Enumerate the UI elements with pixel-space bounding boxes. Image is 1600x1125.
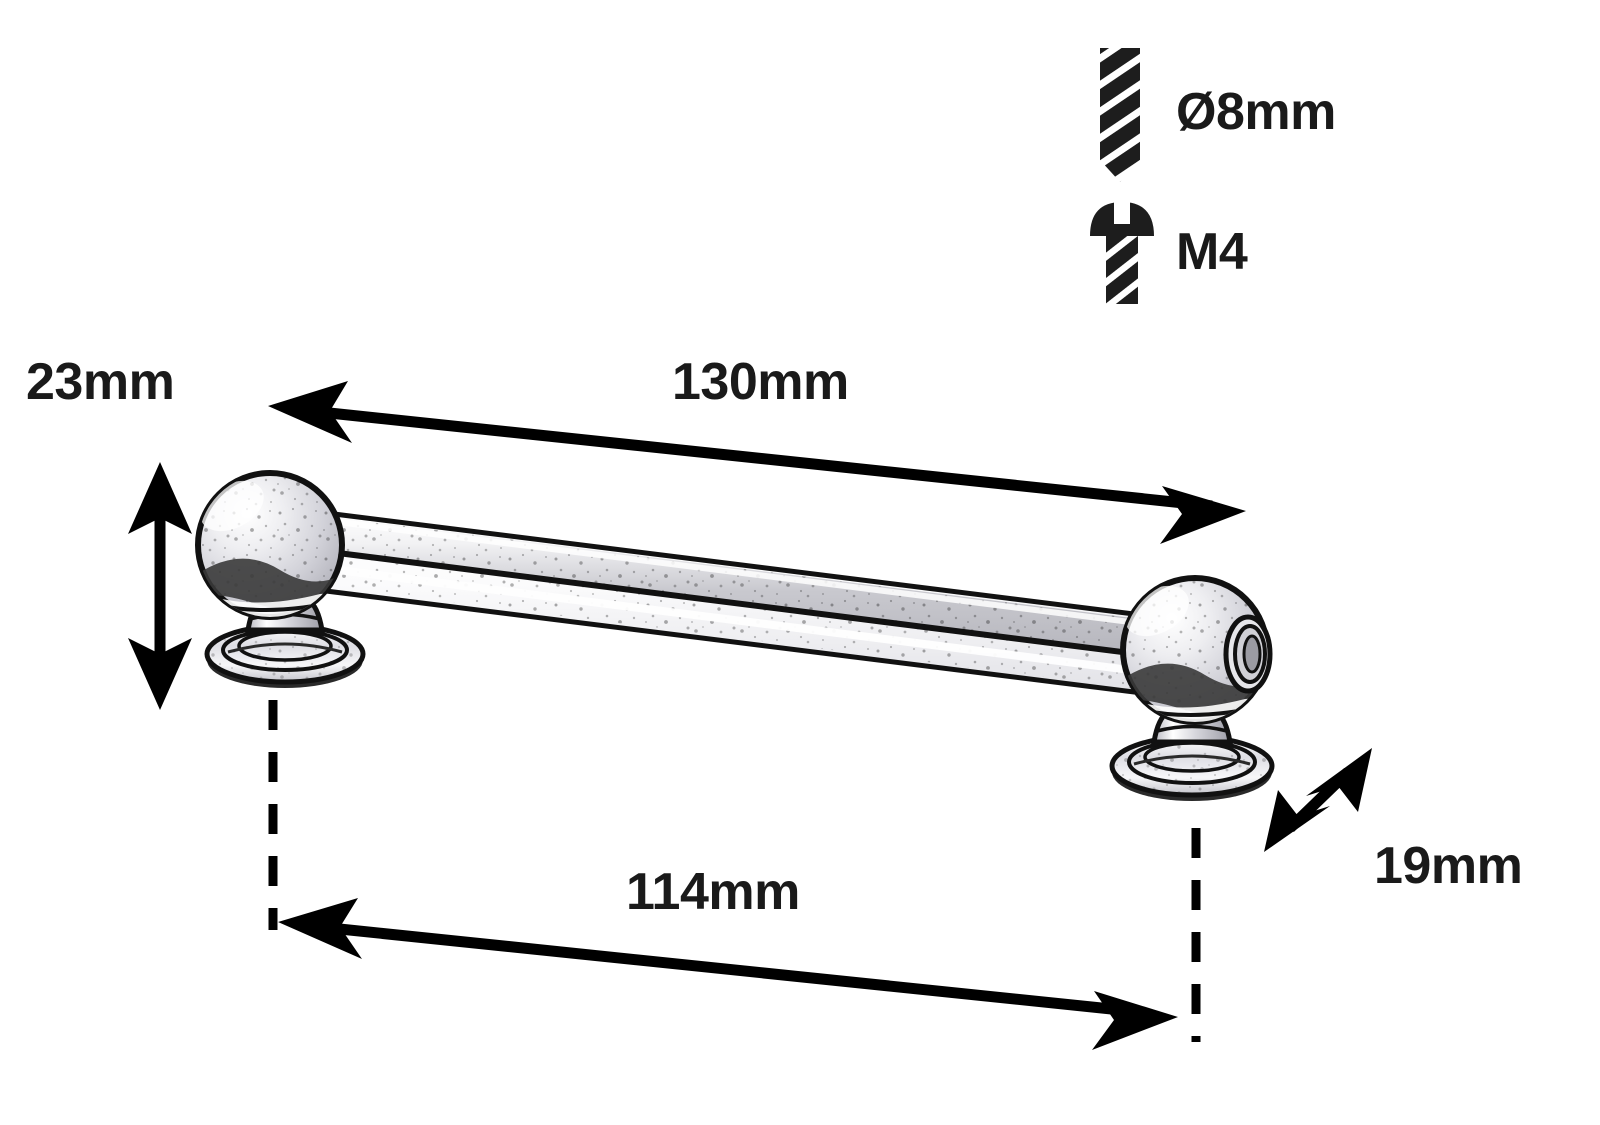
- screw-thread-label: M4: [1176, 223, 1248, 281]
- drill-diameter-label: Ø8mm: [1176, 83, 1336, 141]
- left-ball-finial: [195, 470, 345, 620]
- dimension-arrow-19mm: [1264, 748, 1372, 852]
- dimension-arrow-114mm: [278, 898, 1178, 1050]
- handle-illustration: [195, 470, 1275, 801]
- dimension-arrow-23mm: [128, 462, 192, 710]
- dimension-label-19mm: 19mm: [1374, 837, 1523, 895]
- screw-socket-icon: [1223, 614, 1273, 694]
- dimension-label-23mm: 23mm: [26, 353, 175, 411]
- drill-bit-icon: [1100, 48, 1140, 182]
- right-ball-finial: [1120, 575, 1273, 725]
- dimension-label-114mm: 114mm: [626, 863, 800, 921]
- handle-bar: [315, 509, 1153, 697]
- screw-icon: [1090, 202, 1154, 304]
- right-rosette-base: [1109, 709, 1275, 801]
- dimension-label-130mm: 130mm: [672, 353, 849, 411]
- dimension-arrow-130mm: [268, 381, 1246, 544]
